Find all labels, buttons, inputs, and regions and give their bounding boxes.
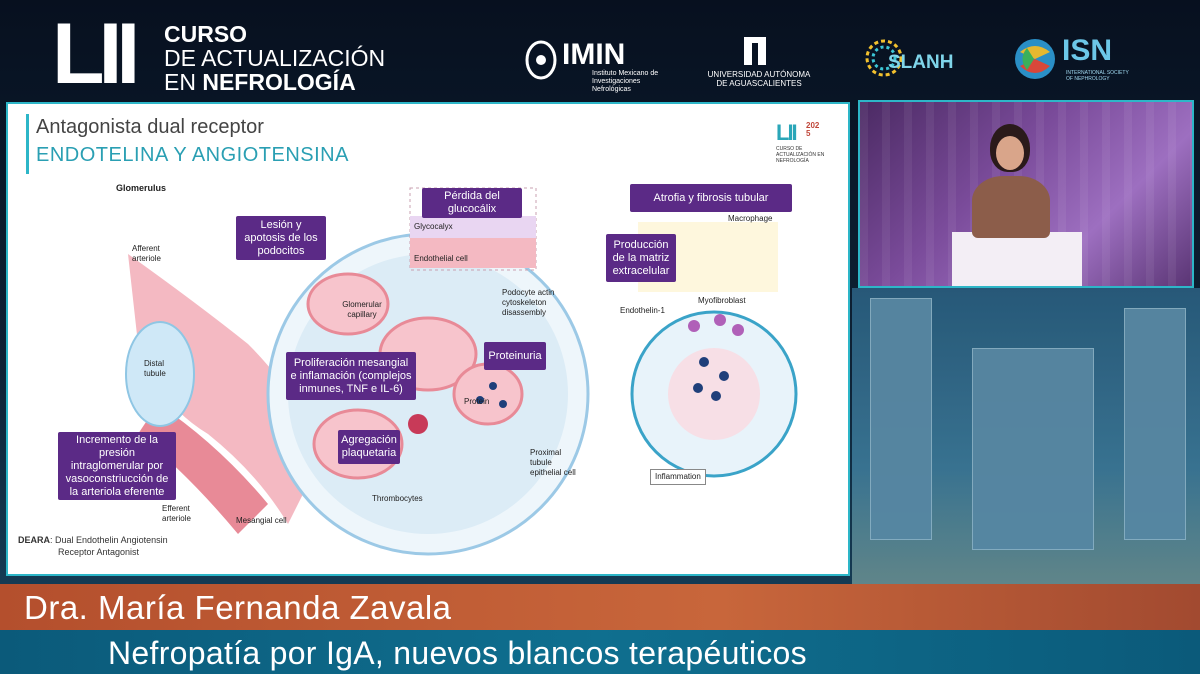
glomerulus-label: Glomerulus — [116, 183, 166, 193]
mesangial-cell-label: Mesangial cell — [236, 516, 287, 526]
course-title: CURSO DE ACTUALIZACIÓN EN NEFROLOGÍA — [164, 22, 385, 94]
speaker-figure — [960, 120, 1060, 238]
box-proliferacion-mesangial: Proliferación mesangial e inflamación (c… — [286, 352, 416, 400]
box-perdida-glucocalix: Pérdida del glucocálix — [422, 188, 522, 218]
box-incremento-presion: Incremento de la presión intraglomerular… — [58, 432, 176, 500]
isn-subtitle: INTERNATIONAL SOCIETY OF NEPHROLOGY — [1066, 70, 1136, 82]
course-number: LII — [52, 14, 134, 94]
imin-logo — [524, 40, 558, 85]
slanh-name: SLANH — [888, 52, 953, 74]
efferent-label: Efferent arteriole — [162, 504, 206, 524]
speaker-camera — [858, 100, 1194, 288]
endothelial-label: Endothelial cell — [414, 254, 468, 264]
afferent-label: Afferent arteriole — [132, 244, 182, 264]
presentation-slide: Antagonista dual receptor ENDOTELINA Y A… — [6, 102, 850, 576]
course-line-3-bold: NEFROLOGÍA — [202, 69, 355, 95]
slide-footnote: DEARA: Dual Endothelin Angiotensin Recep… — [18, 534, 168, 558]
glomerulus-illustration — [8, 104, 848, 574]
glycocalyx-label: Glycocalyx — [414, 222, 453, 232]
protein-label: Protein — [464, 397, 489, 407]
distal-tubule-label: Distal tubule — [144, 359, 184, 379]
isn-globe-icon — [1012, 36, 1058, 82]
thrombocyte-cluster — [408, 414, 428, 434]
box-agregacion-plaquetaria: Agregación plaquetaria — [338, 430, 400, 464]
inflammation-label: Inflammation — [650, 469, 706, 485]
uaa-emblem-icon — [740, 34, 770, 68]
podium — [952, 232, 1082, 288]
endothelin-label: Endothelin-1 — [620, 306, 665, 316]
glomerular-capillary-label: Glomerular capillary — [336, 300, 388, 320]
thrombocytes-label: Thrombocytes — [372, 494, 423, 504]
footnote-line-2: Receptor Antagonist — [18, 546, 168, 558]
talk-topic: Nefropatía por IgA, nuevos blancos terap… — [108, 635, 807, 672]
course-line-2: DE ACTUALIZACIÓN — [164, 46, 385, 70]
footnote-rest: : Dual Endothelin Angiotensin — [50, 535, 168, 545]
imin-subtitle: Instituto Mexicano de Investigaciones Ne… — [592, 70, 662, 94]
uaa-text: UNIVERSIDAD AUTÓNOMA DE AGUASCALIENTES — [704, 70, 814, 88]
footnote-bold: DEARA — [18, 535, 50, 545]
uaa-line-2: DE AGUASCALIENTES — [704, 79, 814, 88]
proximal-tubule-label: Proximal tubule epithelial cell — [530, 448, 578, 478]
box-produccion-matriz: Producción de la matriz extracelular — [606, 234, 676, 282]
myofibroblast-label: Myofibroblast — [698, 296, 746, 306]
capillary-loop-3 — [454, 364, 522, 424]
course-line-3: EN NEFROLOGÍA — [164, 70, 385, 94]
uaa-logo — [740, 34, 770, 73]
podocyte-label: Podocyte actin cytoskeleton disassembly — [502, 288, 572, 318]
box-proteinuria: Proteinuria — [484, 342, 546, 370]
kidney-icon — [524, 40, 558, 80]
box-lesion-podocitos: Lesión y apotosis de los podocitos — [236, 216, 326, 260]
isn-logo — [1012, 36, 1058, 87]
imin-name: IMIN — [562, 40, 625, 70]
background-building — [852, 288, 1200, 588]
broadcast-header: LII CURSO DE ACTUALIZACIÓN EN NEFROLOGÍA… — [0, 0, 1200, 98]
course-line-3-pre: EN — [164, 69, 202, 95]
box-atrofia-fibrosis: Atrofia y fibrosis tubular — [630, 184, 792, 212]
uaa-line-1: UNIVERSIDAD AUTÓNOMA — [704, 70, 814, 79]
speaker-name: Dra. María Fernanda Zavala — [24, 589, 452, 627]
isn-name: ISN — [1062, 36, 1112, 66]
macrophage-label: Macrophage — [728, 214, 772, 224]
course-line-1: CURSO — [164, 22, 385, 46]
